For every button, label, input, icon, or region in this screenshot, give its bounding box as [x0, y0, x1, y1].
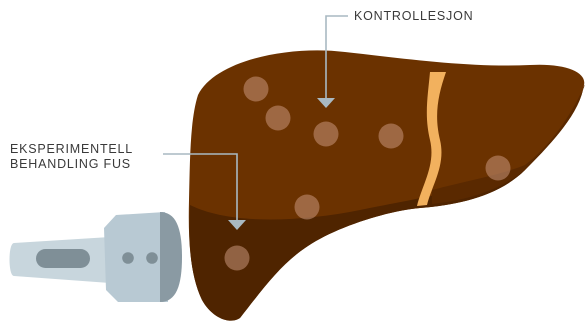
lesion [295, 195, 320, 220]
lesion [486, 156, 511, 181]
lesion-treated [225, 246, 250, 271]
probe-head [160, 212, 182, 302]
probe-indicator-dot [122, 252, 134, 264]
fus-probe-icon [10, 212, 183, 302]
experimental-treatment-label-line1: EKSPERIMENTELL [10, 142, 133, 157]
lesion [379, 124, 404, 149]
lesion [314, 122, 339, 147]
probe-indicator-dot [146, 252, 158, 264]
lesion [244, 77, 269, 102]
experimental-treatment-label-line2: BEHANDLING FUS [10, 157, 133, 172]
lesion [266, 106, 291, 131]
probe-body [104, 212, 168, 302]
experimental-treatment-label: EKSPERIMENTELL BEHANDLING FUS [10, 142, 133, 172]
control-lesion-label-text: KONTROLLESJON [354, 9, 473, 24]
control-lesion-label: KONTROLLESJON [354, 9, 473, 24]
probe-handle-slot [36, 249, 90, 268]
